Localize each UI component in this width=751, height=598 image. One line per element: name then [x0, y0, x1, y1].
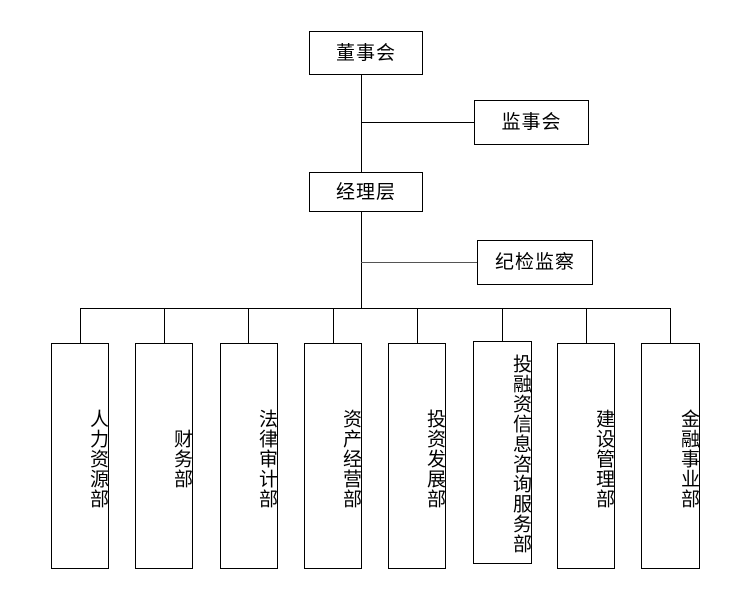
node-board[interactable]: 董事会 [309, 31, 423, 75]
node-management[interactable]: 经理层 [309, 172, 423, 212]
connector-bus-to-dept-8 [670, 308, 671, 343]
connector-bus-to-dept-5 [417, 308, 418, 343]
connector-board-to-management [361, 74, 362, 172]
dept-node-investment-development[interactable]: 投资发展部 [388, 343, 446, 569]
connector-management-to-discipline [361, 262, 477, 263]
dept-node-construction-management[interactable]: 建设管理部 [557, 343, 615, 569]
node-discipline-inspection[interactable]: 纪检监察 [477, 240, 593, 285]
connector-bus-to-dept-1 [80, 308, 81, 343]
connector-bus-to-dept-4 [333, 308, 334, 343]
dept-node-legal-audit[interactable]: 法律审计部 [220, 343, 278, 569]
connector-bus-to-dept-3 [248, 308, 249, 343]
dept-node-investment-financing-info[interactable]: 投融资信息咨询服务部 [473, 341, 532, 564]
dept-node-finance[interactable]: 财务部 [135, 343, 193, 569]
connector-bus-to-dept-7 [586, 308, 587, 343]
connector-bus-to-dept-6 [502, 308, 503, 341]
dept-node-hr[interactable]: 人力资源部 [51, 343, 109, 569]
dept-node-asset-operations[interactable]: 资产经营部 [304, 343, 362, 569]
connector-bus-to-dept-2 [164, 308, 165, 343]
dept-node-financial-business[interactable]: 金融事业部 [641, 343, 700, 569]
department-bus-line [80, 308, 670, 309]
connector-management-to-bus [361, 211, 362, 309]
connector-board-to-supervisory [361, 122, 474, 123]
node-supervisory-board[interactable]: 监事会 [474, 100, 589, 145]
